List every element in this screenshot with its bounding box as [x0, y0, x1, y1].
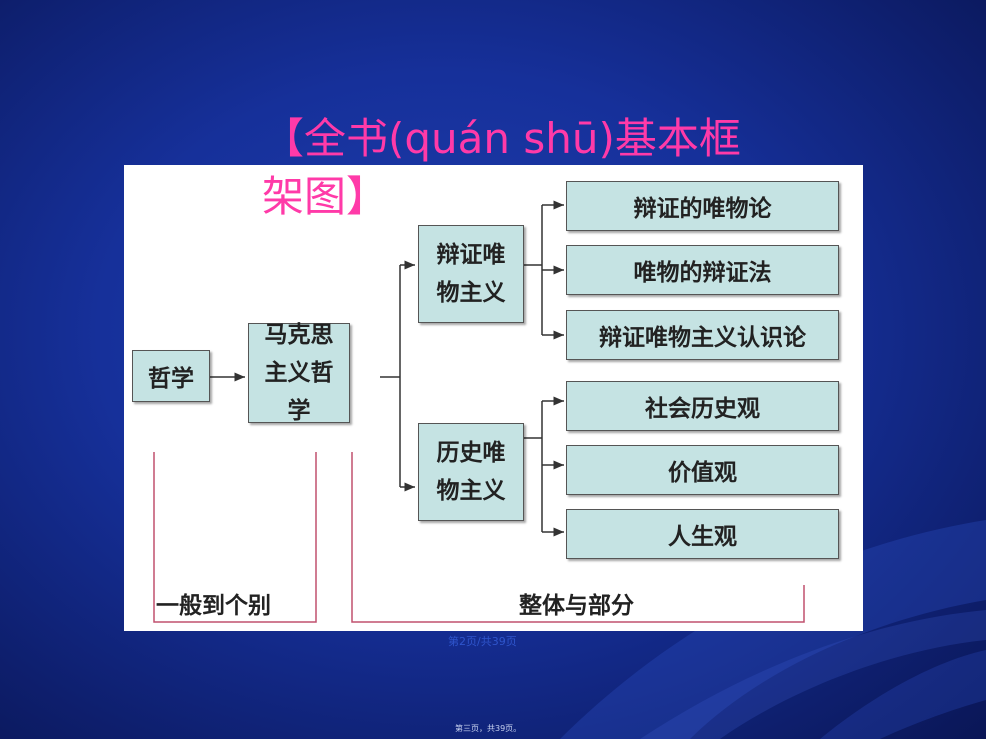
framework-diagram: 哲学 马克思主义哲学 辩证唯物主义 历史唯物主义 辩证的唯物论 唯物的辩证法 辩… [124, 165, 863, 631]
node-social-history-view: 社会历史观 [566, 381, 839, 431]
node-dialectical-materialism: 辩证唯物主义 [418, 225, 524, 323]
connector-historical-branches [524, 401, 543, 532]
bracket-whole-and-part [351, 452, 805, 623]
label-general-to-individual: 一般到个别 [156, 593, 271, 619]
node-epistemology: 辩证唯物主义认识论 [566, 310, 839, 360]
node-materialist-dialectics: 唯物的辩证法 [566, 245, 839, 295]
node-life-view: 人生观 [566, 509, 839, 559]
node-values-view: 价值观 [566, 445, 839, 495]
node-historical-materialism: 历史唯物主义 [418, 423, 524, 521]
bracket-general-to-individual [153, 452, 317, 623]
diagram-connectors [153, 200, 805, 623]
page-number: 第2页/共39页 [448, 635, 517, 648]
node-marxist-philosophy: 马克思主义哲学 [248, 322, 350, 424]
label-whole-and-part: 整体与部分 [519, 593, 634, 619]
node-dialectical-materialism-theory: 辩证的唯物论 [566, 181, 839, 231]
node-philosophy: 哲学 [132, 350, 210, 402]
page-number-small: 第三页，共39页。 [455, 724, 522, 733]
slide-title: 【全书(quán shū)基本框架图】 [262, 114, 741, 221]
connector-marxism-branches [380, 265, 401, 487]
